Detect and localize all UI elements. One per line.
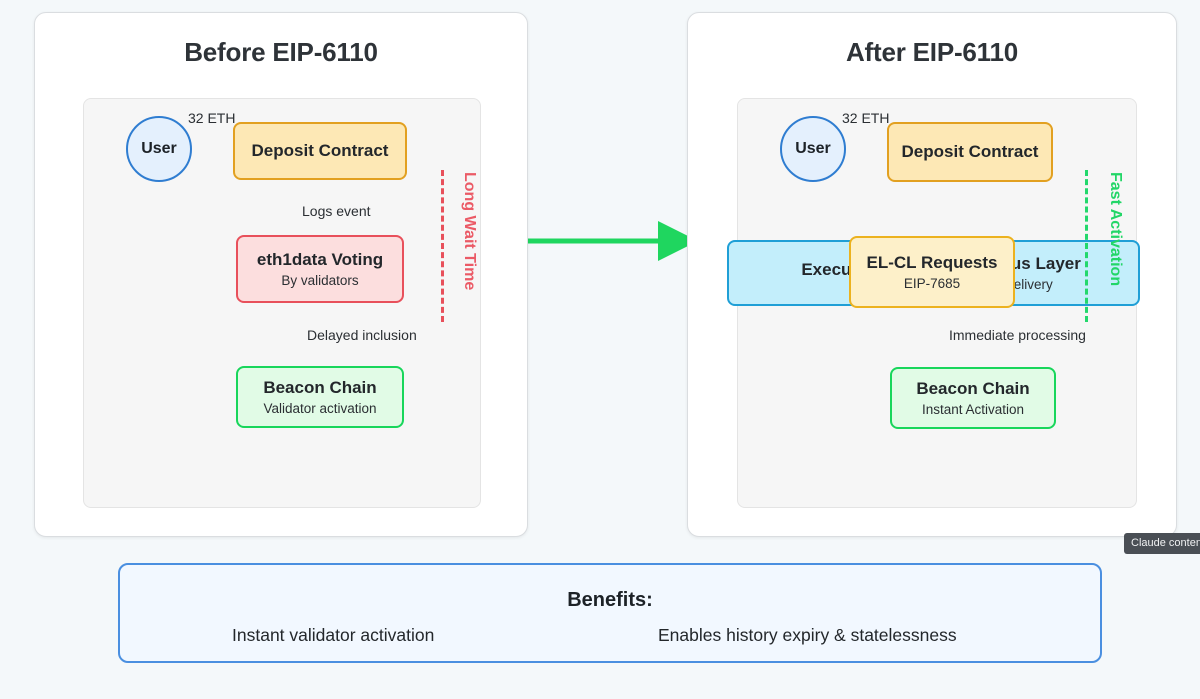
el-cl-requests-node[interactable]: EL-CL Requests EIP-7685 [849,236,1015,308]
deposit-contract-after-title: Deposit Contract [901,142,1039,162]
edge-label-deposit-amount-before: 32 ETH [188,110,236,126]
user-node-after[interactable]: User [780,116,846,182]
content-tooltip: Claude content [1124,533,1200,554]
panel-before-title: Before EIP-6110 [184,37,378,67]
panel-after-title: After EIP-6110 [845,37,1019,67]
eth1data-voting-subtitle: By validators [281,272,359,288]
eth1data-voting-node[interactable]: eth1data Voting By validators [236,235,404,303]
edge-label-deposit-amount-after: 32 ETH [842,110,890,126]
deposit-contract-node-before[interactable]: Deposit Contract [233,122,407,180]
user-node-before-label: User [141,140,177,157]
fast-activation-label: Fast Activation [1107,172,1124,287]
edge-label-immediate-processing: Immediate processing [949,327,1086,343]
beacon-chain-node-before[interactable]: Beacon Chain Validator activation [236,366,404,428]
user-node-before[interactable]: User [126,116,192,182]
beacon-chain-before-subtitle: Validator activation [263,400,377,416]
deposit-contract-before-title: Deposit Contract [251,141,389,161]
benefit-item-1: Enables history expiry & statelessness [658,625,957,645]
benefits-banner: Benefits: Instant validator activation E… [118,563,1102,663]
fast-activation-divider [1085,170,1088,322]
deposit-contract-node-after[interactable]: Deposit Contract [887,122,1053,182]
beacon-chain-after-subtitle: Instant Activation [921,401,1025,417]
benefit-item-0: Instant validator activation [232,625,435,645]
user-node-after-label: User [795,140,831,157]
edge-label-logs-event: Logs event [302,203,371,219]
el-cl-requests-title: EL-CL Requests [866,252,998,272]
beacon-chain-node-after[interactable]: Beacon Chain Instant Activation [890,367,1056,429]
eth1data-voting-title: eth1data Voting [256,249,384,269]
el-cl-requests-subtitle: EIP-7685 [903,275,961,291]
long-wait-time-label: Long Wait Time [461,172,478,291]
benefits-title: Benefits: [567,589,653,611]
beacon-chain-before-title: Beacon Chain [263,377,377,397]
beacon-chain-after-title: Beacon Chain [916,378,1030,398]
edge-label-delayed-inclusion: Delayed inclusion [307,327,417,343]
long-wait-divider [441,170,444,322]
